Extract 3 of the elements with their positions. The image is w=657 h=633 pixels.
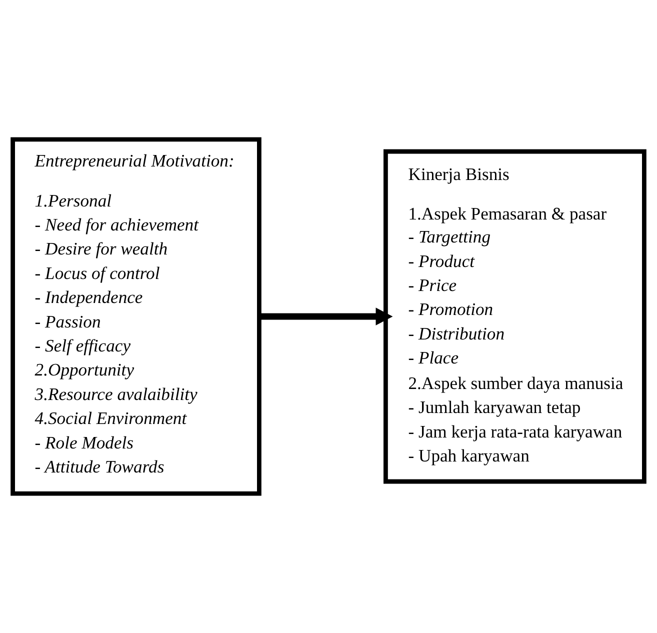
node-box: Entrepreneurial Motivation: 1.Personal - Need for achievement - Desire for wealth - Locus of control - Independence - Passion - Self efficacy 2.Opportunity 3.Resource avalaibility 4.Social Environment - Role Models - Attitude Towards	[10, 137, 262, 496]
arrow	[259, 308, 393, 326]
node-box: Kinerja Bisnis 1.Aspek Pemasaran & pasar - Targetting - Product - Price - Promotion - Distribution - Place 2.Aspek sumber daya manusia - Jumlah karyawan tetap - Jam kerja rata-rata karyawan - Upah karyawan	[384, 149, 646, 484]
